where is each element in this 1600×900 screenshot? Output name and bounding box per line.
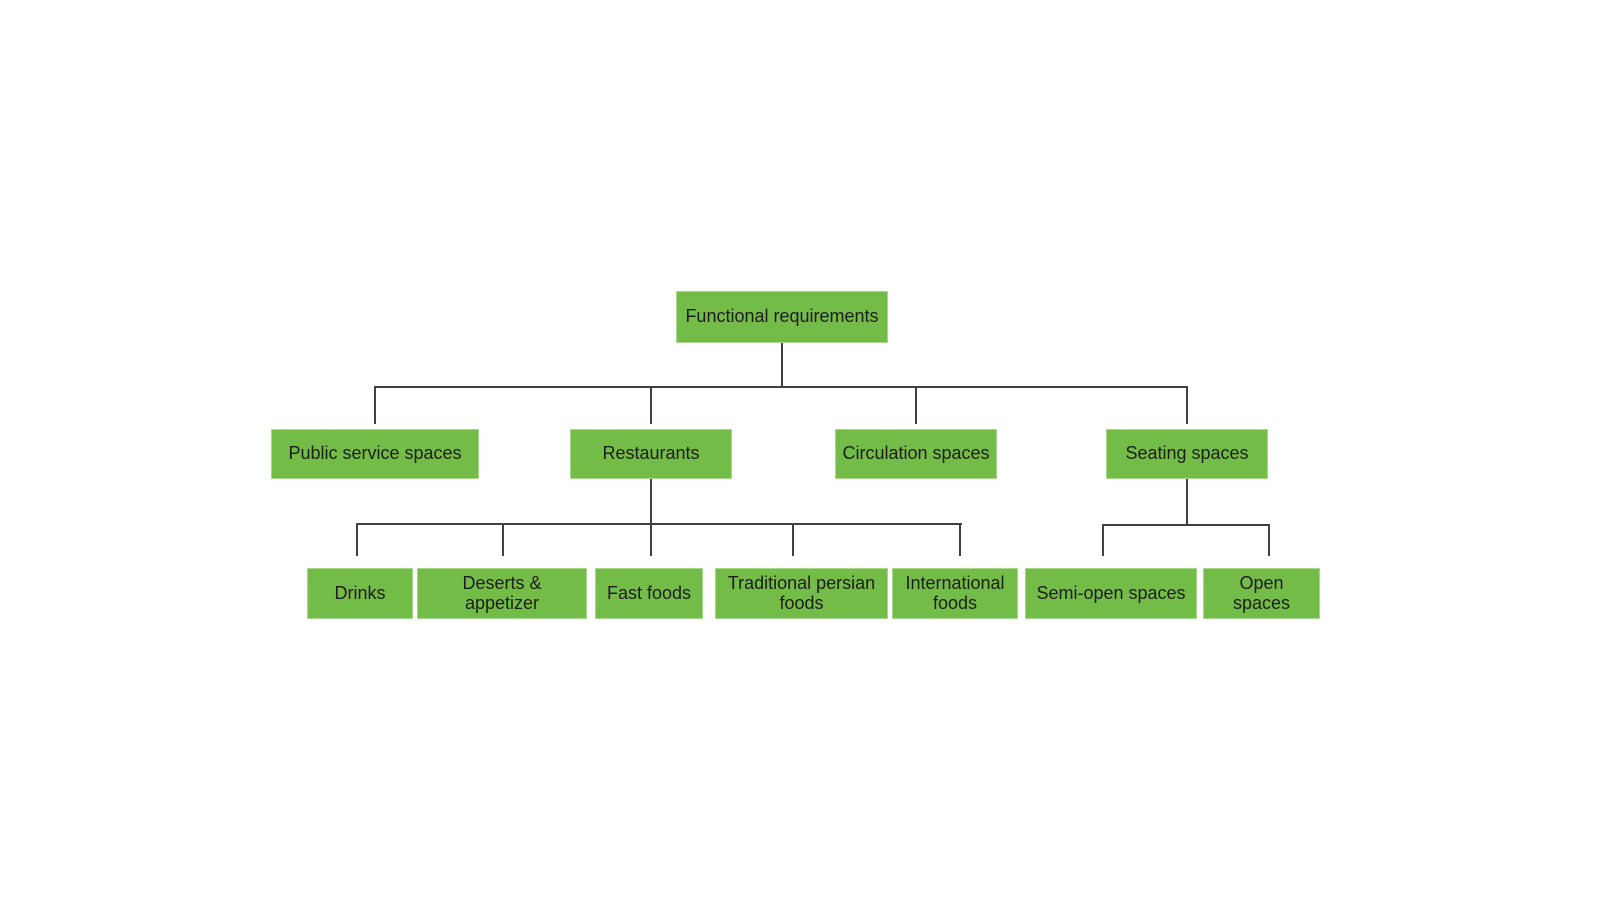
connector-restaurants-hline: [356, 523, 962, 525]
connector-seating-hline: [1102, 524, 1270, 526]
node-label: Functional requirements: [685, 306, 879, 327]
node-label: Semi-open spaces: [1036, 582, 1186, 603]
node-public-service-spaces: Public service spaces: [271, 429, 479, 479]
node-label: Circulation spaces: [842, 443, 990, 464]
node-open-spaces: Open spaces: [1203, 568, 1320, 619]
node-drinks: Drinks: [307, 568, 413, 619]
node-international-foods: International foods: [892, 568, 1018, 619]
connector-stub-open-spaces: [1268, 524, 1270, 556]
node-label: Deserts & appetizer: [462, 573, 542, 613]
connector-stub-circulation: [915, 386, 917, 424]
node-label: International foods: [905, 573, 1005, 613]
node-label: Traditional persian foods: [727, 573, 876, 613]
connector-stub-drinks: [356, 523, 358, 556]
node-label: Restaurants: [602, 443, 700, 464]
node-semi-open-spaces: Semi-open spaces: [1025, 568, 1197, 619]
connector-root-vline: [781, 343, 783, 386]
node-traditional-persian-foods: Traditional persian foods: [715, 568, 888, 619]
connector-stub-international: [959, 523, 961, 556]
node-seating-spaces: Seating spaces: [1106, 429, 1268, 479]
node-deserts-appetizer: Deserts & appetizer: [417, 568, 587, 619]
node-label: Seating spaces: [1125, 443, 1249, 464]
node-label: Drinks: [334, 582, 386, 603]
connector-stub-semi-open: [1102, 524, 1104, 556]
node-label: Fast foods: [606, 582, 692, 603]
node-circulation-spaces: Circulation spaces: [835, 429, 997, 479]
node-fast-foods: Fast foods: [595, 568, 703, 619]
connector-stub-deserts: [502, 523, 504, 556]
connector-restaurants-vline: [650, 479, 652, 524]
connector-stub-fast-foods: [650, 523, 652, 556]
connector-root-hline: [374, 386, 1188, 388]
connector-stub-public-service: [374, 386, 376, 424]
connector-seating-vline: [1186, 479, 1188, 525]
node-label: Open spaces: [1232, 573, 1291, 613]
connector-stub-seating: [1186, 386, 1188, 424]
node-functional-requirements: Functional requirements: [676, 291, 888, 343]
connector-stub-restaurants: [650, 386, 652, 424]
node-label: Public service spaces: [288, 443, 462, 464]
connector-stub-traditional-persian: [792, 523, 794, 556]
node-restaurants: Restaurants: [570, 429, 732, 479]
